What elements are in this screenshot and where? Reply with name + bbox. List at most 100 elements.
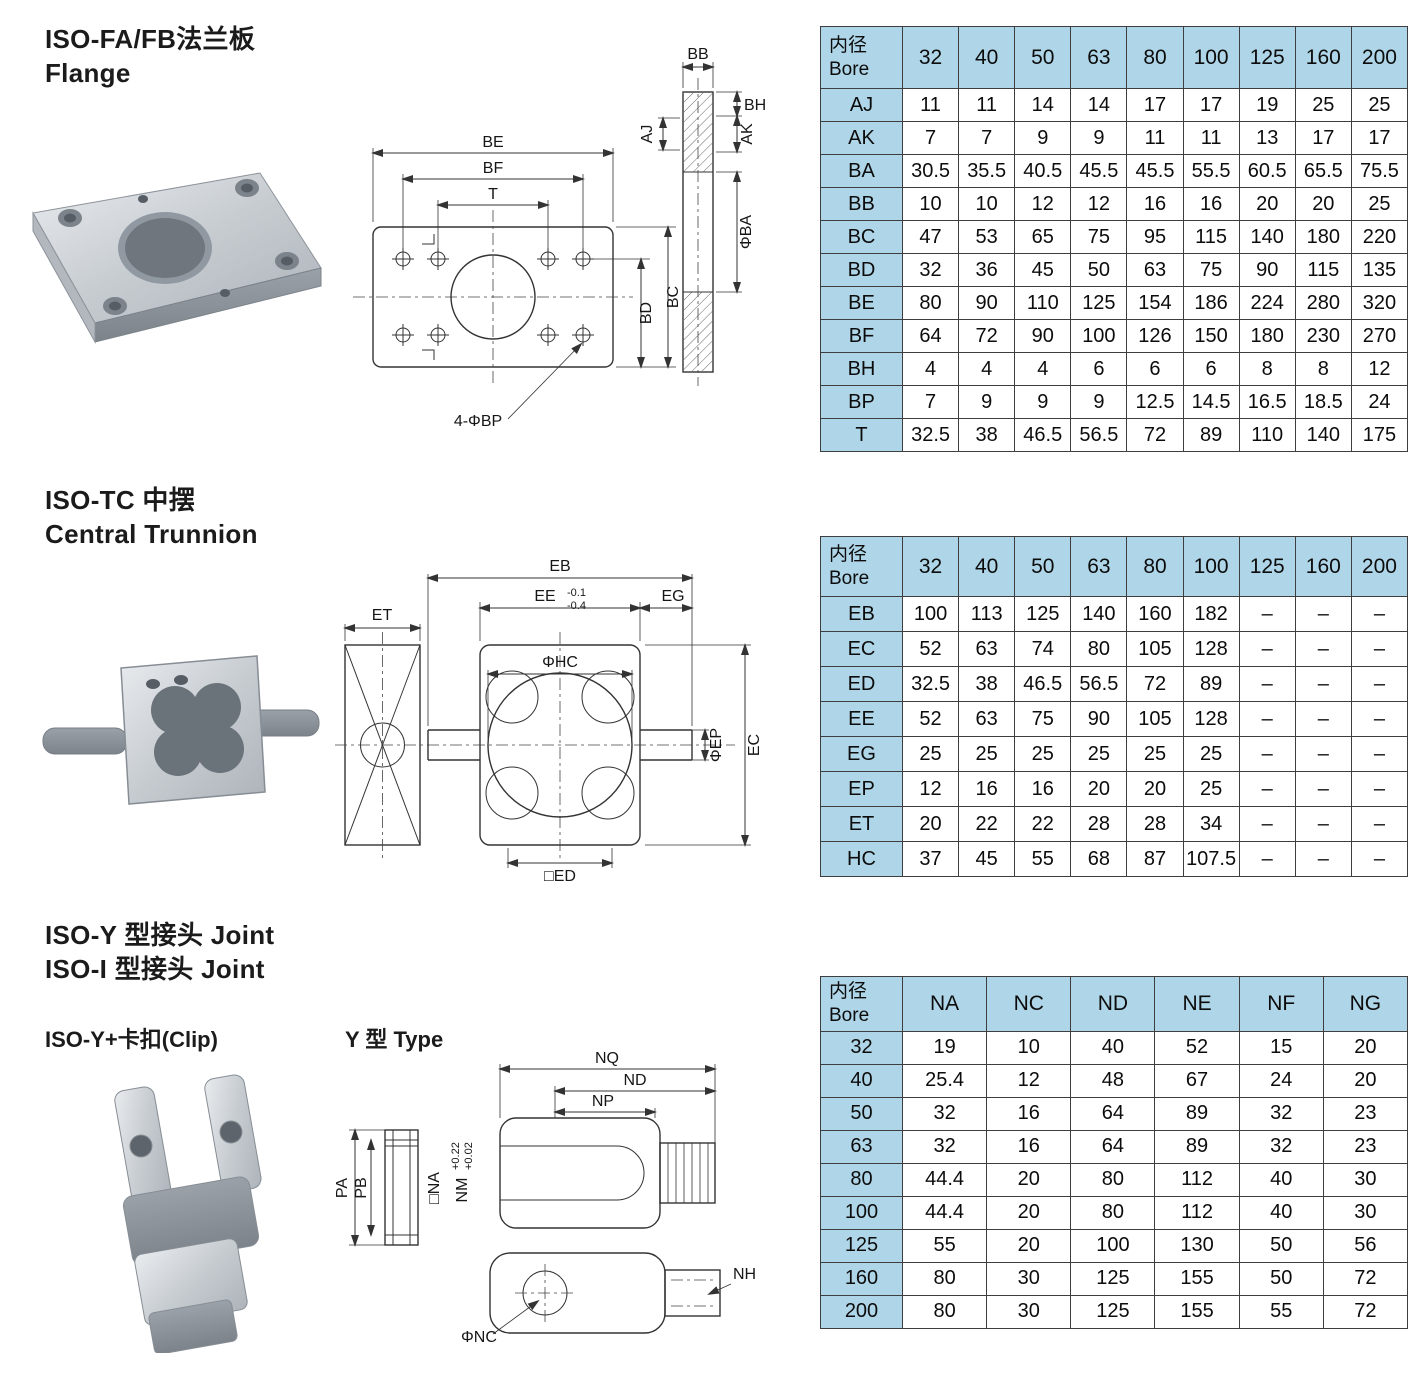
value-cell: 113 <box>958 596 1016 632</box>
flange-drawing: BE BF T BD BC 4-ΦBP <box>353 46 766 430</box>
value-cell: 150 <box>1182 319 1240 353</box>
value-cell: 16 <box>1014 771 1072 807</box>
value-cell: 72 <box>1126 666 1184 702</box>
value-cell: 60.5 <box>1238 154 1296 188</box>
value-cell: 40 <box>1070 1030 1156 1065</box>
value-cell: 67 <box>1154 1063 1240 1098</box>
value-cell: 89 <box>1182 666 1240 702</box>
value-cell: 68 <box>1070 841 1128 877</box>
value-cell: 12 <box>901 771 960 807</box>
value-cell: 112 <box>1154 1162 1240 1197</box>
value-cell: 50 <box>1238 1228 1324 1263</box>
value-cell: 32.5 <box>901 666 960 702</box>
value-cell: 23 <box>1322 1129 1409 1164</box>
value-cell: 40 <box>1238 1195 1324 1230</box>
row-label: EE <box>820 701 903 737</box>
value-cell: 64 <box>1070 1129 1156 1164</box>
value-cell: 46.5 <box>1014 418 1072 452</box>
column-header: NF <box>1238 976 1324 1032</box>
value-cell: – <box>1350 771 1409 807</box>
row-label: 40 <box>820 1063 903 1098</box>
trunnion-title-zh: ISO-TC 中摆 <box>45 485 196 515</box>
value-cell: 75 <box>1182 253 1240 287</box>
value-cell: 12 <box>986 1063 1072 1098</box>
value-cell: 56 <box>1322 1228 1409 1263</box>
clevis-render <box>114 1074 262 1353</box>
value-cell: 28 <box>1126 806 1184 842</box>
value-cell: 128 <box>1182 701 1240 737</box>
value-cell: 20 <box>1322 1030 1409 1065</box>
value-cell: 80 <box>901 1261 988 1296</box>
column-header: 100 <box>1182 26 1240 89</box>
clip-pin-view: PA PB □NA NM +0.22 +0.02 <box>335 1128 475 1247</box>
value-cell: 16 <box>1126 187 1184 221</box>
row-label: BB <box>820 187 903 221</box>
value-cell: 46.5 <box>1014 666 1072 702</box>
value-cell: 224 <box>1238 286 1296 320</box>
value-cell: 16 <box>986 1129 1072 1164</box>
dim-label-t: T <box>488 186 498 203</box>
value-cell: – <box>1350 701 1409 737</box>
column-header: 40 <box>958 536 1016 597</box>
dim-label-bf: BF <box>483 160 504 177</box>
column-header: 32 <box>901 536 960 597</box>
value-cell: 125 <box>1070 1294 1156 1329</box>
value-cell: 44.4 <box>901 1162 988 1197</box>
row-label: BD <box>820 253 903 287</box>
value-cell: 110 <box>1238 418 1296 452</box>
value-cell: 270 <box>1350 319 1409 353</box>
flange-photo <box>32 172 322 344</box>
value-cell: 89 <box>1182 418 1240 452</box>
row-label: BA <box>820 154 903 188</box>
value-cell: 75 <box>1014 701 1072 737</box>
value-cell: 14 <box>1070 88 1128 122</box>
value-cell: 40.5 <box>1014 154 1072 188</box>
value-cell: 25 <box>901 736 960 772</box>
row-label: 80 <box>820 1162 903 1197</box>
column-header: 50 <box>1014 536 1072 597</box>
value-cell: 47 <box>901 220 960 254</box>
dim-label-eg: EG <box>661 588 684 605</box>
flange-title-en: Flange <box>45 58 131 88</box>
dim-label-be: BE <box>482 134 503 151</box>
value-cell: – <box>1238 666 1296 702</box>
value-cell: 63 <box>958 631 1016 667</box>
value-cell: 20 <box>1294 187 1352 221</box>
dim-label-ec: EC <box>746 734 763 756</box>
value-cell: 45 <box>958 841 1016 877</box>
value-cell: 25 <box>958 736 1016 772</box>
value-cell: 56.5 <box>1070 418 1128 452</box>
value-cell: 9 <box>1014 385 1072 419</box>
value-cell: 20 <box>986 1195 1072 1230</box>
value-cell: 100 <box>901 596 960 632</box>
eye-top-view: ΦNC NH <box>461 1252 756 1346</box>
trunnion-render <box>42 655 320 805</box>
dim-label-np: NP <box>592 1093 614 1110</box>
value-cell: 25 <box>1350 187 1409 221</box>
value-cell: 64 <box>1070 1096 1156 1131</box>
value-cell: 55.5 <box>1182 154 1240 188</box>
value-cell: 9 <box>1070 385 1128 419</box>
dim-label-ed: □ED <box>544 868 576 885</box>
value-cell: 22 <box>1014 806 1072 842</box>
value-cell: – <box>1350 841 1409 877</box>
value-cell: 8 <box>1294 352 1352 386</box>
value-cell: 38 <box>958 418 1016 452</box>
dim-label-phi-nc: ΦNC <box>461 1329 497 1346</box>
joint-title-line2: ISO-I 型接头 Joint <box>45 954 265 984</box>
dim-label-nm: NM <box>454 1178 471 1203</box>
column-header: 80 <box>1126 26 1184 89</box>
column-header: NC <box>986 976 1072 1032</box>
flange-side-view: BB BH AK AJ ΦBA <box>639 46 766 386</box>
value-cell: 155 <box>1154 1261 1240 1296</box>
value-cell: 80 <box>901 286 960 320</box>
value-cell: 10 <box>986 1030 1072 1065</box>
row-label: 100 <box>820 1195 903 1230</box>
